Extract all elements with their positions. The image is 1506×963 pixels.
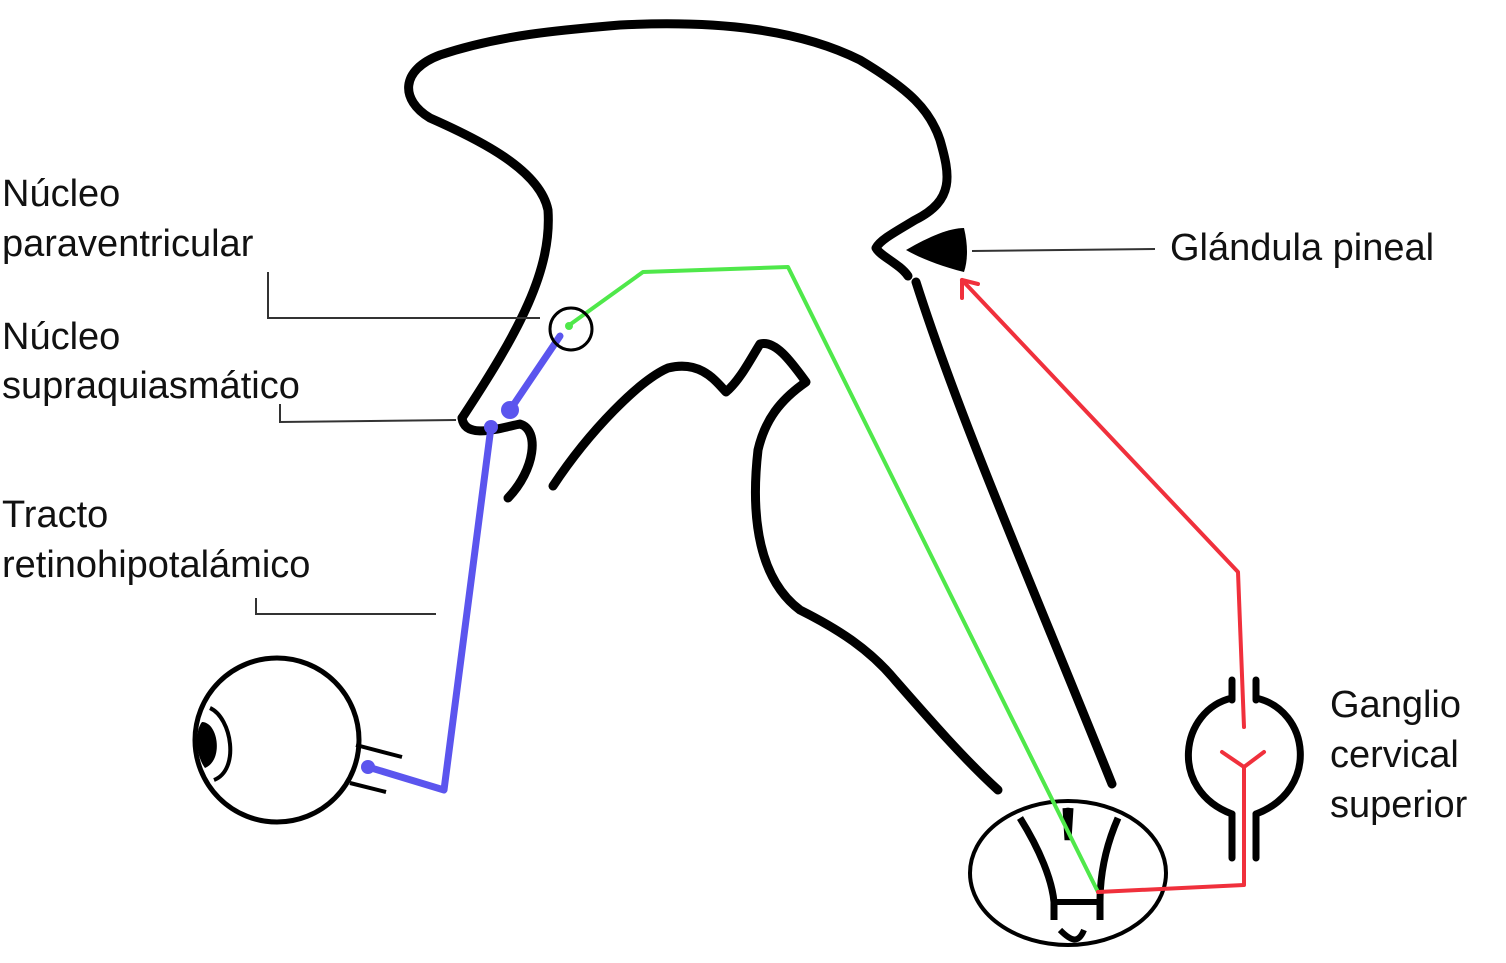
green-pathway-line: [566, 265, 1100, 893]
eye-cornea: [208, 706, 233, 782]
red-ganglion-fork: [1220, 750, 1266, 769]
spinal-cord-outline: [968, 799, 1168, 947]
blue-pathway-end-dot: [484, 420, 498, 434]
label-suprachiasmatic-line1: Núcleo: [2, 316, 120, 358]
label-ganglion-line1: Ganglio: [1330, 684, 1461, 726]
chiasm-tongue: [457, 413, 537, 503]
optic-nerve-lower: [349, 781, 387, 794]
spinal-gray-right: [1096, 816, 1122, 920]
eye: [192, 655, 403, 825]
spinal-cord: [968, 799, 1168, 947]
label-retinohypothalamic-line1: Tracto: [2, 494, 108, 536]
label-suprachiasmatic-line2: supraquiasmático: [2, 365, 300, 407]
blue-pathway-start-dot: [361, 760, 375, 774]
retinohypothalamic-pathway: [361, 332, 564, 794]
labels: Núcleo paraventricular Núcleo supraquias…: [2, 173, 1468, 826]
ganglion-left-arc: [1184, 694, 1236, 818]
eye-pupil: [197, 722, 217, 768]
red-pathway-lower: [1096, 765, 1246, 894]
leader-retinohypothalamic: [255, 598, 436, 615]
pineal-gland-shape: [906, 228, 967, 272]
red-pathway-upper: [960, 278, 1246, 729]
label-retinohypothalamic-line2: retinohipotalámico: [2, 544, 310, 586]
eyeball: [192, 655, 362, 825]
label-ganglion-line2: cervical: [1330, 734, 1459, 776]
pituitary-curve: [548, 339, 1003, 795]
spinal-gray-left: [1017, 816, 1058, 920]
sympathetic-pathway: [960, 278, 1266, 894]
green-pathway-dot: [565, 322, 573, 330]
red-arrowhead: [960, 278, 980, 300]
label-paraventricular-line1: Núcleo: [2, 173, 120, 215]
paraventricular-nucleus-circle: [548, 306, 594, 352]
label-pineal: Glándula pineal: [1170, 227, 1434, 269]
leader-paraventricular: [267, 272, 540, 319]
brain-outline: [404, 19, 1117, 795]
brainstem-posterior: [911, 277, 1117, 789]
cortex-outline: [404, 19, 952, 423]
spinal-commissure: [1054, 899, 1100, 943]
label-ganglion-line3: superior: [1330, 784, 1468, 826]
leader-suprachiasmatic: [279, 404, 457, 424]
blue-scn-segment: [506, 332, 564, 414]
ganglion-right-arc: [1252, 694, 1304, 818]
spinal-gray-center: [1062, 807, 1074, 841]
blue-pathway-line: [366, 426, 495, 794]
optic-nerve-upper: [355, 743, 403, 759]
label-paraventricular-line2: paraventricular: [2, 223, 254, 265]
leader-lines: [255, 248, 1156, 615]
leader-pineal: [971, 248, 1156, 252]
cervical-ganglion: [1184, 676, 1304, 862]
blue-scn-dot: [501, 401, 519, 419]
